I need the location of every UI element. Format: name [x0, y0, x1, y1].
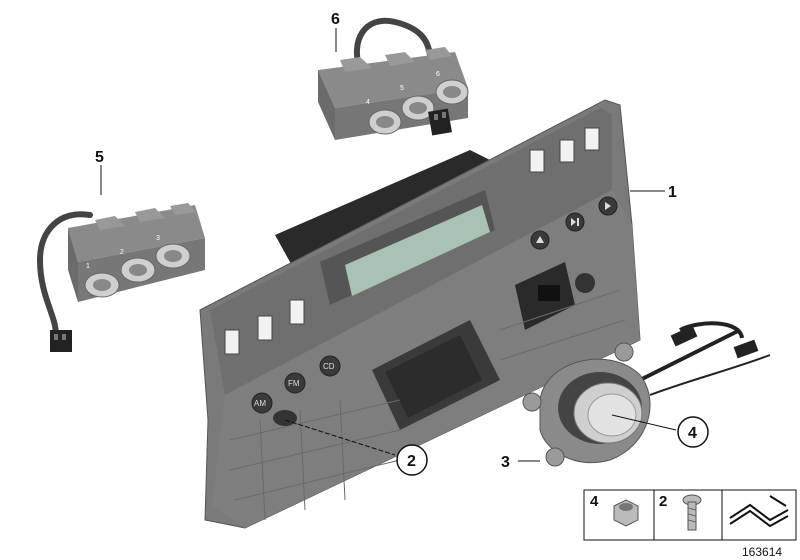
display-screen	[345, 205, 490, 296]
leader-lines	[100, 28, 677, 462]
button-fm[interactable]: FM	[284, 372, 306, 394]
callout-label-4: 4	[688, 425, 697, 442]
switch-cable-top	[353, 17, 433, 73]
legend-label-nut: 4	[590, 493, 599, 510]
button-am-label: AM	[254, 399, 266, 408]
button-eject[interactable]	[530, 230, 550, 250]
button-am[interactable]: AM	[251, 392, 273, 414]
preset-key-label-6: 6	[436, 71, 440, 78]
knob-cable	[639, 321, 744, 382]
radio-control-panel: AM FM CD	[199, 99, 641, 529]
preset-key-label-5: 5	[400, 85, 404, 92]
button-fm-label: FM	[288, 379, 300, 388]
play-icon	[605, 202, 611, 210]
callout-4: 4	[677, 416, 709, 448]
preset-switch-block-left: 1 2 3	[36, 203, 205, 352]
callout-label-3: 3	[501, 454, 510, 471]
preset-key-label-1: 1	[86, 263, 90, 270]
switch-cable-left	[36, 211, 93, 343]
button-cd-label: CD	[323, 362, 335, 371]
shim-icon	[729, 495, 789, 528]
preset-keys-top: 4 5 6	[366, 71, 469, 135]
screw-icon	[682, 494, 702, 531]
connector-left	[50, 330, 72, 352]
eject-icon	[536, 236, 544, 243]
button-seek-next[interactable]	[565, 212, 585, 232]
preset-key-label-3: 3	[156, 235, 160, 242]
button-cd[interactable]: CD	[319, 355, 341, 377]
preset-keys-left: 1 2 3	[84, 235, 191, 298]
callout-6: 6	[331, 11, 340, 28]
rotary-knob-assembly	[522, 321, 771, 467]
frame-slots	[224, 127, 600, 355]
skip-next-icon	[571, 218, 579, 226]
callout-label-6: 6	[331, 11, 340, 28]
callout-label-2: 2	[407, 453, 416, 470]
callout-label-1: 1	[668, 184, 677, 201]
callout-5: 5	[95, 149, 104, 166]
callout-label-5: 5	[95, 149, 104, 166]
callout-3: 3	[501, 454, 510, 471]
preset-switch-block-top: 4 5 6	[318, 17, 469, 140]
callout-1: 1	[668, 184, 677, 201]
preset-key-label-2: 2	[120, 249, 124, 256]
connector-top	[428, 108, 452, 136]
preset-key-label-4: 4	[366, 99, 370, 106]
callout-2: 2	[396, 444, 428, 476]
button-play[interactable]	[598, 196, 618, 216]
legend-label-screw: 2	[659, 493, 667, 510]
diagram-id: 163614	[742, 545, 782, 559]
nut-icon	[613, 499, 639, 527]
panel-ribs	[229, 289, 626, 521]
parts-legend: 4 2	[583, 489, 797, 541]
